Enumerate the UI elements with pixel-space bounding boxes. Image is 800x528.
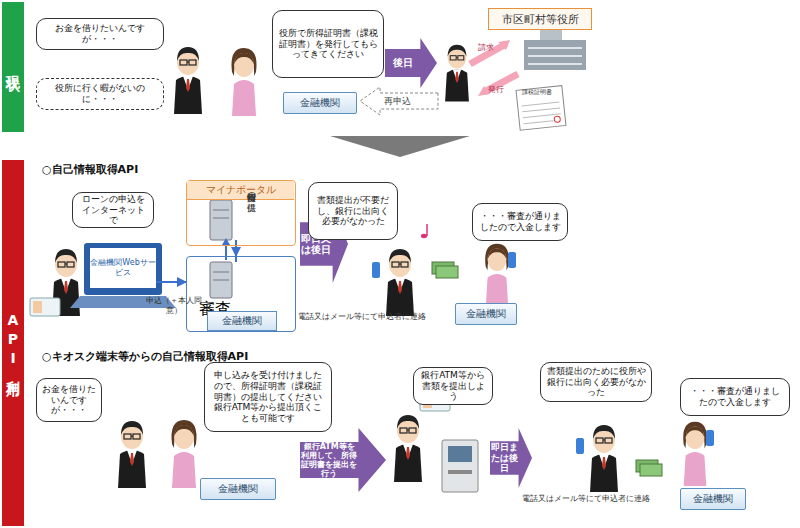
speech-bubble: 書類提出のために役所や銀行に出向く必要がなかった <box>540 362 652 402</box>
speech-bubble: 銀行ATM等から書類を提出しよう <box>413 367 493 405</box>
node-text: 即日または後日 <box>490 442 519 473</box>
speech-bubble: 書類提出が不要だし、銀行に出向く必要がなかった <box>308 182 398 240</box>
node-text: 金融機関 <box>300 96 340 110</box>
office-box: 市区町村等役所 <box>488 8 592 30</box>
node-text: 市区町村等役所 <box>502 12 579 27</box>
arrow-fill <box>490 428 532 488</box>
note-text: 電話又はメール等にて申込者に連絡 <box>298 311 426 322</box>
speech-bubble: 役所で所得証明書（課税証明書）を発行してもらってきてください <box>272 10 384 78</box>
node-text: お金を借りたいんですが・・・ <box>42 384 96 416</box>
node-text: 金融機関 <box>218 482 258 496</box>
node-text: 銀行ATM等から書類を提出しよう <box>419 370 487 402</box>
note-text: 電話又はメール等にて申込者に連絡 <box>522 493 650 504</box>
speech-bubble: ローンの申込をインターネットで <box>72 192 154 228</box>
node-text: 金融機関 <box>466 307 506 321</box>
arrow-text-area: 後日 <box>385 38 420 88</box>
document-title: 課税証明書 <box>522 88 552 97</box>
section-heading: ○自己情報取得API <box>42 162 138 177</box>
node-text: 金融機関Webサービス <box>90 258 156 277</box>
thought-bubble: 役所に行く暇がないのに・・・ <box>36 78 164 110</box>
arrow-text-area: 銀行ATM等を利用して、所得証明書を提出を行う <box>300 428 358 492</box>
node-text: 後日 <box>393 57 413 69</box>
node-text: 現状 <box>4 64 22 70</box>
flow-connector <box>156 281 186 283</box>
laptop-screen: 金融機関Webサービス <box>90 248 156 288</box>
arrow-label: 発行 <box>488 84 504 95</box>
bank-system-box: 審査金融機関 <box>186 256 296 332</box>
portal-box: マイナポータル <box>186 180 296 246</box>
institution-box: 金融機関 <box>455 303 517 325</box>
speech-bubble: ・・・審査が通りましたので入金します <box>472 203 568 241</box>
connector-label: 申込（＋本人同意） <box>142 296 206 315</box>
section-band: API利用 <box>2 160 24 526</box>
section-band: 現状 <box>2 2 24 132</box>
node-text: ローンの申込をインターネットで <box>78 194 148 226</box>
node-text: 金融機関 <box>207 311 277 331</box>
arrow-label: 再申込 <box>384 95 411 108</box>
arrow-fill <box>385 38 437 88</box>
node-text: ・・・審査が通りましたので入金します <box>478 211 562 233</box>
arrow-fill <box>300 428 386 492</box>
arrow-text-area: 即日または後日 <box>490 428 519 488</box>
process-arrow: 後日 <box>385 38 437 88</box>
node-text: 銀行ATM等を利用して、所得証明書を提出を行う <box>300 442 358 479</box>
flow-connector <box>235 246 237 256</box>
node-text: お金を借りたいんですが・・・ <box>42 23 158 45</box>
institution-box: 金融機関 <box>680 488 746 510</box>
institution-box: 金融機関 <box>200 478 276 500</box>
connector-label: 所得情報の提供 <box>245 186 258 196</box>
node-text: 役所で所得証明書（課税証明書）を発行してもらってきてください <box>278 28 378 60</box>
node-text: API利用 <box>4 312 22 375</box>
node-text: 金融機関 <box>693 492 733 506</box>
speech-bubble: お金を借りたいんですが・・・ <box>36 378 102 422</box>
process-arrow: 銀行ATM等を利用して、所得証明書を提出を行う <box>300 428 386 492</box>
speech-bubble: 申し込みを受け付けましたので、所得証明書（課税証明書）の提出してください 銀行A… <box>204 362 332 432</box>
node-text: ・・・審査が通りましたので入金します <box>686 386 784 408</box>
node-text: 書類提出のために役所や銀行に出向く必要がなかった <box>546 366 646 398</box>
node-text: 役所に行く暇がないのに・・・ <box>42 83 158 105</box>
speech-bubble: お金を借りたいんですが・・・ <box>36 18 164 50</box>
section-heading: ○キオスク端末等からの自己情報取得API <box>42 349 248 364</box>
process-arrow: 即日または後日 <box>490 428 532 488</box>
node-text: 申し込みを受け付けましたので、所得証明書（課税証明書）の提出してください 銀行A… <box>210 370 326 424</box>
institution-box: 金融機関 <box>283 92 357 114</box>
node-text: 書類提出が不要だし、銀行に出向く必要がなかった <box>314 195 392 227</box>
node-text: マイナポータル <box>187 181 294 200</box>
speech-bubble: ・・・審査が通りましたので入金します <box>680 378 790 416</box>
arrow-label: 請求 <box>478 42 494 53</box>
